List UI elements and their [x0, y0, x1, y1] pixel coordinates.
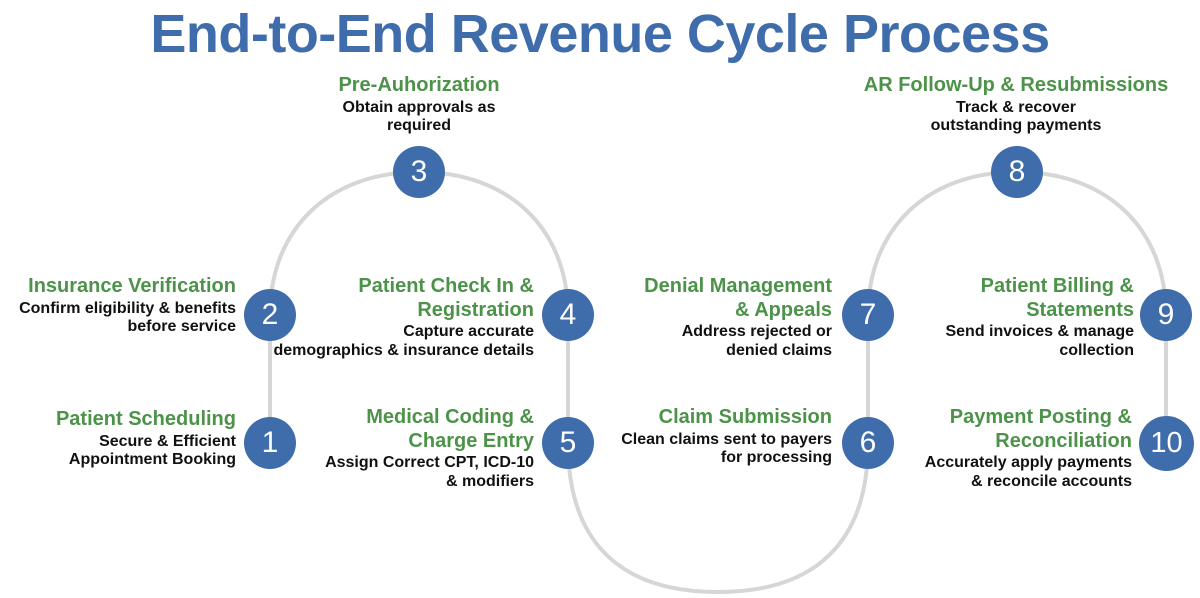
- step-title-3: Pre-Auhorization: [338, 74, 500, 96]
- step-title-9: Patient Billing & Statements: [980, 275, 1134, 321]
- step-node-5[interactable]: 5: [542, 417, 594, 469]
- step-label-3: Pre-Auhorization Obtain approvals as req…: [279, 74, 559, 136]
- step-desc-1: Secure & Efficient Appointment Booking: [68, 432, 236, 469]
- step-node-2-number: 2: [261, 298, 279, 331]
- step-desc-4: Capture accurate demographics & insuranc…: [273, 323, 534, 360]
- step-desc-10: Accurately apply payments & reconcile ac…: [924, 454, 1132, 491]
- step-label-1: Patient Scheduling Secure & Efficient Ap…: [0, 408, 236, 470]
- step-desc-8: Track & recover outstanding payments: [930, 98, 1102, 135]
- step-label-5: Medical Coding & Charge Entry Assign Cor…: [280, 406, 534, 492]
- step-node-4[interactable]: 4: [542, 289, 594, 341]
- step-label-8: AR Follow-Up & Resubmissions Track & rec…: [842, 74, 1190, 136]
- step-node-9-number: 9: [1157, 298, 1175, 331]
- step-title-10: Payment Posting & Reconciliation: [949, 406, 1132, 452]
- step-title-1: Patient Scheduling: [55, 408, 236, 430]
- step-title-6: Claim Submission: [658, 406, 832, 428]
- step-node-7-number: 7: [859, 298, 877, 331]
- step-label-10: Payment Posting & Reconciliation Accurat…: [884, 406, 1132, 492]
- step-title-5: Medical Coding & Charge Entry: [366, 406, 534, 452]
- step-node-1[interactable]: 1: [244, 417, 296, 469]
- step-label-2: Insurance Verification Confirm eligibili…: [0, 275, 236, 337]
- page-title: End-to-End Revenue Cycle Process: [150, 4, 1050, 64]
- step-node-10-number: 10: [1150, 427, 1183, 459]
- step-node-3[interactable]: 3: [393, 146, 445, 198]
- step-title-8: AR Follow-Up & Resubmissions: [863, 74, 1169, 96]
- step-node-8[interactable]: 8: [991, 146, 1043, 198]
- step-desc-6: Clean claims sent to payers for processi…: [621, 430, 832, 467]
- step-title-7: Denial Management & Appeals: [644, 275, 832, 321]
- step-title-2: Insurance Verification: [28, 275, 236, 297]
- step-node-3-number: 3: [410, 155, 428, 188]
- step-label-7: Denial Management & Appeals Address reje…: [586, 275, 832, 361]
- step-desc-3: Obtain approvals as required: [342, 98, 496, 135]
- step-node-2[interactable]: 2: [244, 289, 296, 341]
- step-desc-5: Assign Correct CPT, ICD-10 & modifiers: [325, 454, 534, 491]
- step-node-6-number: 6: [859, 426, 877, 459]
- step-node-1-number: 1: [261, 426, 279, 459]
- step-node-10[interactable]: 10: [1139, 416, 1194, 471]
- step-desc-2: Confirm eligibility & benefits before se…: [19, 299, 236, 336]
- step-desc-7: Address rejected or denied claims: [681, 323, 832, 360]
- step-label-6: Claim Submission Clean claims sent to pa…: [590, 406, 832, 468]
- step-desc-9: Send invoices & manage collection: [945, 323, 1134, 360]
- step-node-4-number: 4: [559, 298, 577, 331]
- step-node-8-number: 8: [1008, 155, 1026, 188]
- step-node-7[interactable]: 7: [842, 289, 894, 341]
- step-label-4: Patient Check In & Registration Capture …: [258, 275, 534, 361]
- step-node-9[interactable]: 9: [1140, 289, 1192, 341]
- step-label-9: Patient Billing & Statements Send invoic…: [898, 275, 1134, 361]
- step-title-4: Patient Check In & Registration: [358, 275, 534, 321]
- step-node-6[interactable]: 6: [842, 417, 894, 469]
- step-node-5-number: 5: [559, 426, 577, 459]
